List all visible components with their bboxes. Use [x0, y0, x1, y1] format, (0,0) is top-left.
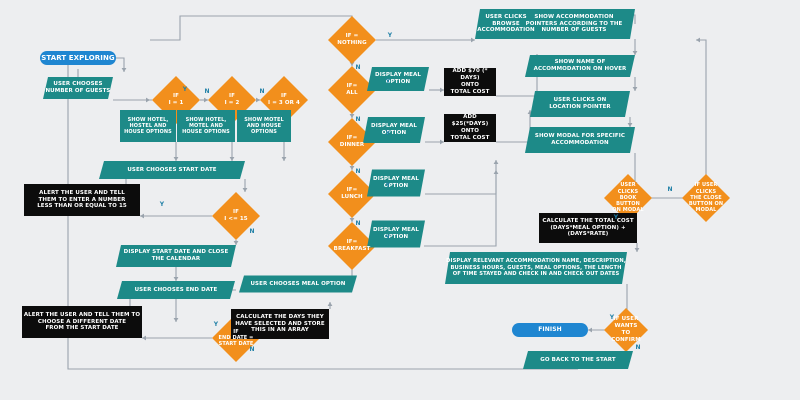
ifdinner-diamond-shape	[328, 118, 376, 166]
modal-para-shape	[525, 127, 635, 153]
if15-diamond-shape	[212, 192, 260, 240]
finish-ellipse-shape	[512, 323, 588, 337]
ifall-diamond-shape	[328, 66, 376, 114]
arrowhead-0	[121, 68, 127, 72]
arrowhead-18	[349, 114, 355, 118]
ifnothing-diamond-shape	[328, 16, 376, 64]
arrowhead-22	[440, 87, 444, 93]
arrowhead-24	[493, 160, 499, 164]
d4-para-shape	[367, 220, 425, 248]
iflunch-diamond-shape	[328, 170, 376, 218]
arrowhead-15	[327, 302, 333, 306]
arrowhead-10	[233, 241, 239, 245]
arrowhead-3	[256, 97, 260, 103]
meal-para-shape	[239, 275, 357, 293]
add70-rect-shape	[444, 68, 496, 96]
arrowhead-12	[173, 318, 179, 322]
calctotal-rect-shape	[539, 213, 637, 243]
ifbook-diamond-shape	[604, 174, 652, 222]
arrowhead-30	[632, 51, 638, 55]
calendar-para-shape	[116, 245, 236, 267]
arrowhead-20	[349, 218, 355, 222]
clickpointer-para-shape	[530, 91, 630, 117]
arrowhead-21	[471, 37, 475, 43]
arrowhead-23	[440, 139, 444, 145]
show1-rect-shape	[120, 110, 176, 142]
arrowhead-19	[349, 166, 355, 170]
d1-para-shape	[367, 67, 429, 91]
ifconfirm-diamond-shape	[604, 308, 648, 352]
arrowhead-6	[281, 157, 287, 161]
arrowhead-1	[146, 97, 150, 103]
arrowhead-2	[204, 97, 208, 103]
show2-rect-shape	[177, 110, 235, 142]
startdate-para-shape	[99, 161, 245, 179]
goback-para-shape	[523, 351, 633, 369]
alert15-rect-shape	[24, 184, 140, 216]
guests-para-shape	[43, 77, 113, 99]
arrowhead-31	[632, 87, 638, 91]
arrowhead-38	[588, 327, 592, 333]
arrowhead-32	[627, 123, 633, 127]
pointers-para-shape	[513, 9, 635, 39]
ifclose-diamond-shape	[682, 174, 730, 222]
arrowhead-4	[173, 157, 179, 161]
enddate-para-shape	[117, 281, 235, 299]
d3-para-shape	[367, 169, 425, 197]
add25-rect-shape	[444, 114, 496, 142]
arrowhead-35	[696, 37, 700, 43]
connector-line-36	[424, 170, 497, 247]
arrowhead-13	[142, 335, 146, 341]
showname-para-shape	[525, 55, 635, 77]
arrowhead-8	[242, 188, 248, 192]
arrowhead-36	[634, 248, 640, 252]
d2-para-shape	[363, 117, 425, 143]
arrowhead-11	[173, 277, 179, 281]
alertdate-rect-shape	[22, 306, 142, 338]
start-ellipse-shape	[40, 51, 116, 65]
arrowhead-25	[493, 170, 499, 174]
relevant-para-shape	[445, 252, 627, 284]
ifbreakfast-diamond-shape	[328, 222, 376, 270]
calcdays-rect-shape	[231, 309, 329, 339]
arrowhead-9	[140, 213, 144, 219]
show3-rect-shape	[237, 110, 291, 142]
arrowhead-5	[229, 157, 235, 161]
